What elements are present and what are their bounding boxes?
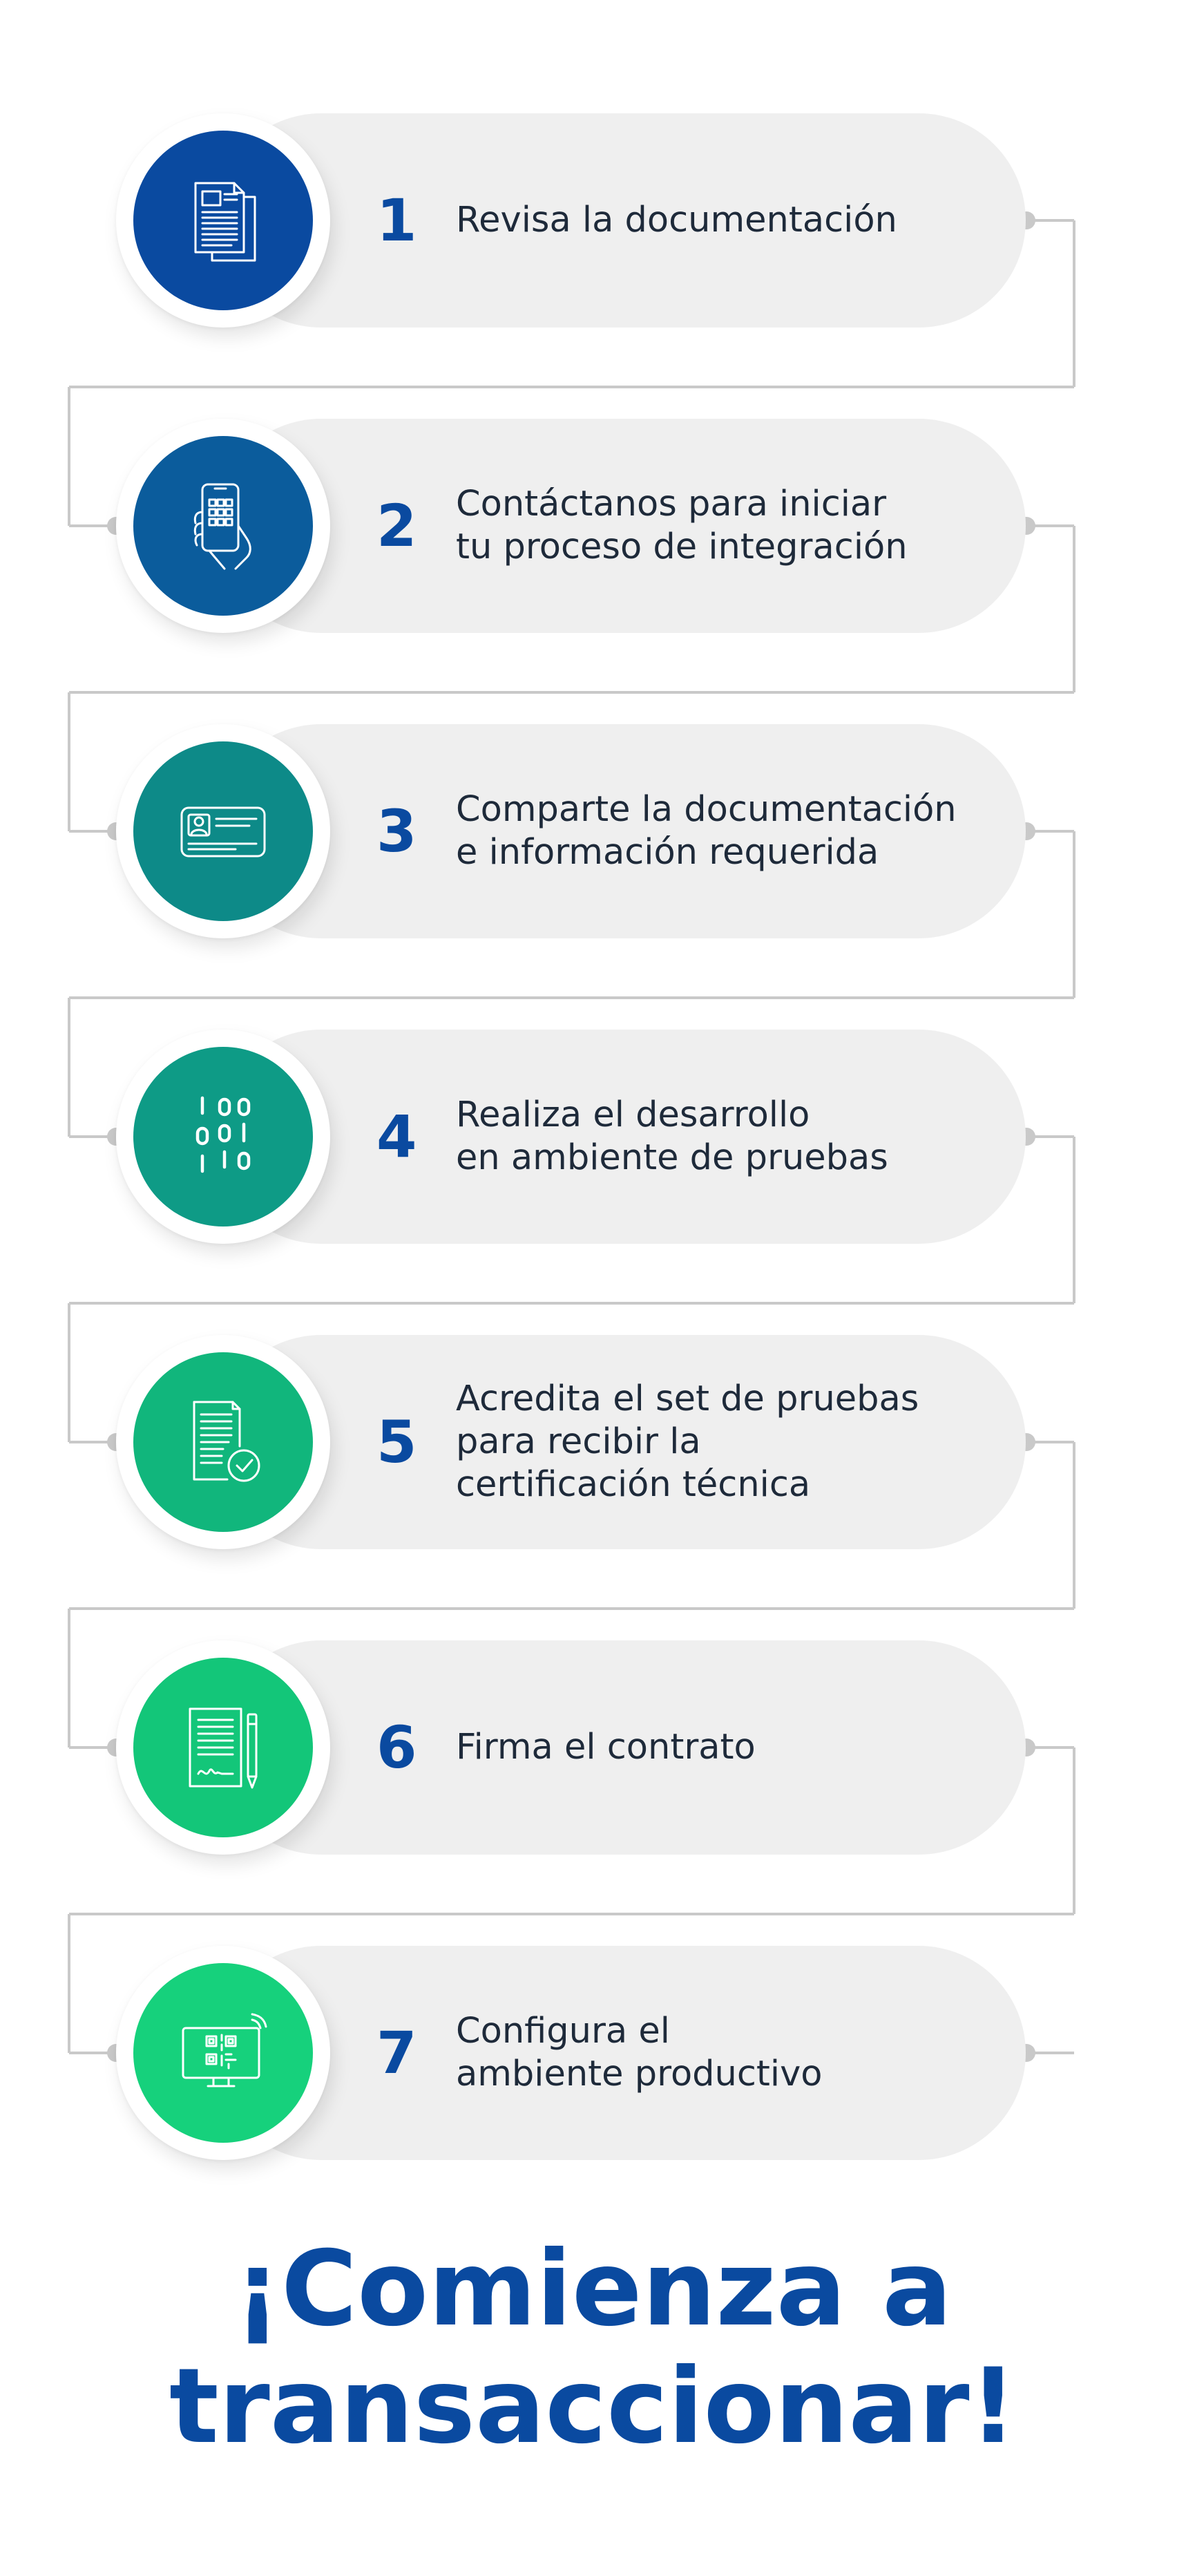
step-number: 7 [376,2019,417,2087]
step-card [214,419,1026,633]
step-label: Revisa la documentación [456,113,995,328]
step-label-line: en ambiente de pruebas [456,1137,888,1178]
step-label-line: ambiente productivo [456,2054,823,2094]
step-6: 6 Firma el contrato [0,1640,1186,1855]
step-label-line: e información requerida [456,832,879,873]
step-label-line: Contáctanos para iniciar [456,484,887,524]
step-card [214,1946,1026,2160]
step-label-line: para recibir la [456,1421,701,1462]
documents-icon [133,131,313,310]
step-card [214,1640,1026,1855]
qr-screen-icon [133,1963,313,2143]
signed-contract-icon [133,1658,313,1837]
step-label-line: Comparte la documentación [456,789,957,830]
binary-code-icon [133,1047,313,1227]
step-label-line: Revisa la documentación [456,200,897,240]
step-number: 6 [376,1714,417,1781]
step-card [214,1335,1026,1549]
step-label-line: Configura el [456,2011,670,2052]
step-label-line: certificación técnica [456,1464,811,1505]
step-card [214,1030,1026,1244]
step-label-line: Realiza el desarrollo [456,1095,810,1135]
step-label-line: tu proceso de integración [456,527,908,567]
step-label-line: Firma el contrato [456,1727,756,1768]
certified-document-icon [133,1352,313,1532]
step-number: 1 [376,187,417,254]
step-card [214,724,1026,938]
step-number: 2 [376,492,417,560]
step-number: 5 [376,1408,417,1476]
cta-line-1: ¡Comienza a [233,2229,953,2349]
step-card [214,113,1026,328]
step-label: Firma el contrato [456,1640,995,1855]
step-label-line: Acredita el set de pruebas [456,1379,919,1419]
step-1: 1 Revisa la documentación [0,113,1186,328]
phone-hand-icon [133,436,313,616]
step-number: 4 [376,1103,417,1171]
cta-line-2: transaccionar! [169,2347,1017,2467]
call-to-action-heading: ¡Comienza a transaccionar! [0,2231,1186,2465]
step-number: 3 [376,797,417,865]
id-card-icon [133,741,313,921]
